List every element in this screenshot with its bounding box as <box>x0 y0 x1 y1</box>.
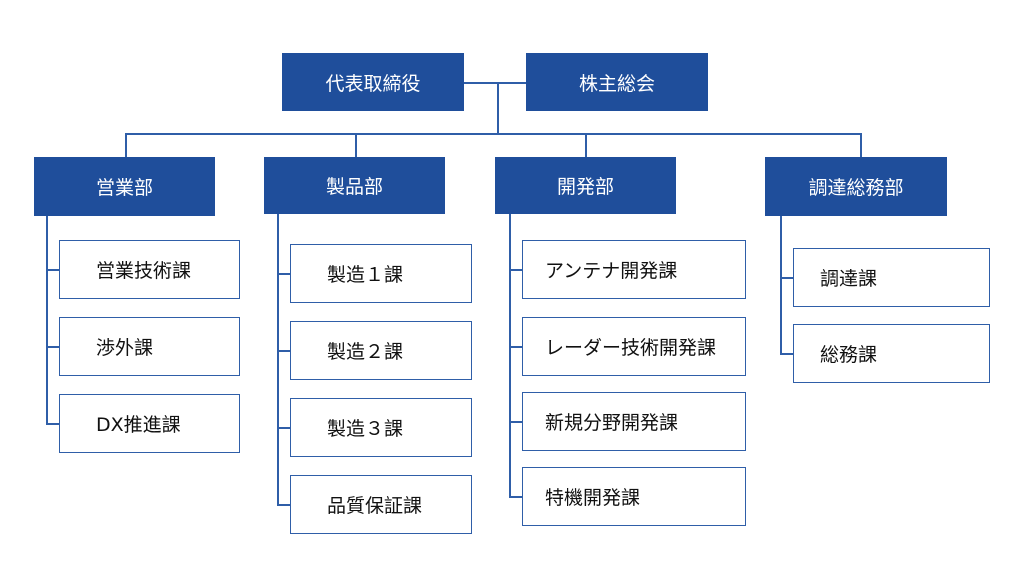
connector-spine-product <box>277 214 279 505</box>
connector-drop-development <box>585 133 587 157</box>
shareholders-meeting-box: 株主総会 <box>526 53 708 111</box>
connector-department-bus <box>125 133 860 135</box>
connector-trunk <box>497 82 499 134</box>
section-box: 品質保証課 <box>290 475 472 534</box>
connector-tick <box>277 504 290 506</box>
section-box: 調達課 <box>793 248 990 307</box>
connector-spine-development <box>509 214 511 497</box>
section-box: 製造３課 <box>290 398 472 457</box>
connector-tick <box>509 346 522 348</box>
connector-spine-sales <box>46 216 48 424</box>
connector-tick <box>780 277 793 279</box>
ceo-box: 代表取締役 <box>282 53 464 111</box>
section-box: DX推進課 <box>59 394 240 453</box>
connector-tick <box>46 269 59 271</box>
section-box: 新規分野開発課 <box>522 392 746 451</box>
connector-tick <box>780 353 793 355</box>
connector-ceo-shareholders <box>464 82 526 84</box>
connector-drop-sales <box>125 133 127 157</box>
connector-tick <box>509 496 522 498</box>
connector-tick <box>277 350 290 352</box>
connector-drop-procurement <box>860 133 862 157</box>
department-box-development: 開発部 <box>495 157 676 214</box>
connector-tick <box>277 273 290 275</box>
section-box: 総務課 <box>793 324 990 383</box>
connector-tick <box>509 421 522 423</box>
connector-tick <box>46 423 59 425</box>
section-box: 製造１課 <box>290 244 472 303</box>
section-box: 特機開発課 <box>522 467 746 526</box>
connector-tick <box>509 269 522 271</box>
section-box: 渉外課 <box>59 317 240 376</box>
connector-spine-procurement <box>780 216 782 354</box>
connector-tick <box>277 427 290 429</box>
section-box: 営業技術課 <box>59 240 240 299</box>
department-box-sales: 営業部 <box>34 157 215 216</box>
department-box-procurement-general-affairs: 調達総務部 <box>765 157 947 216</box>
section-box: レーダー技術開発課 <box>522 317 746 376</box>
department-box-product: 製品部 <box>264 157 445 214</box>
section-box: アンテナ開発課 <box>522 240 746 299</box>
section-box: 製造２課 <box>290 321 472 380</box>
connector-drop-product <box>355 133 357 157</box>
connector-tick <box>46 346 59 348</box>
